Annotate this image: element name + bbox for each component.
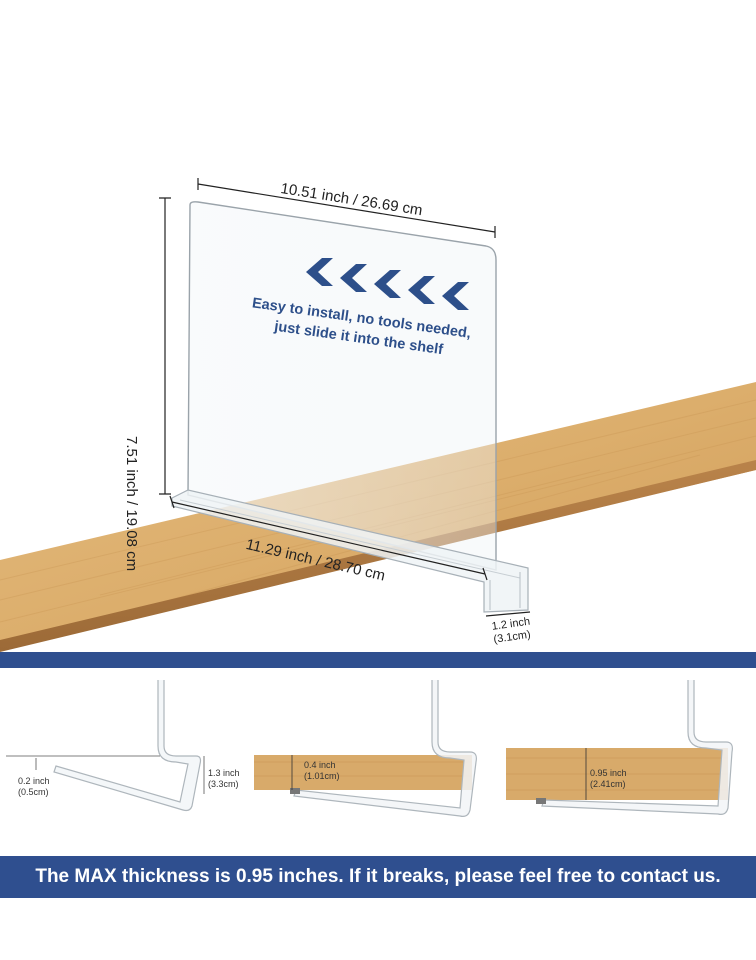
arrow-3 xyxy=(374,270,401,298)
thick-shelf-inch: 0.95 inch xyxy=(590,768,627,778)
clip-gap-inch: 0.2 inch xyxy=(18,776,50,786)
max-thickness-banner: The MAX thickness is 0.95 inches. If it … xyxy=(0,856,756,898)
thick-shelf-cm: (2.41cm) xyxy=(590,779,626,789)
arrow-1 xyxy=(306,258,333,286)
clip-profile-diagram-1 xyxy=(6,680,205,812)
section-divider-band xyxy=(0,652,756,668)
direction-arrows xyxy=(306,258,469,310)
detail-panel-3: 0.95 inch (2.41cm) xyxy=(506,680,752,850)
thick-shelf-label: 0.95 inch (2.41cm) xyxy=(590,768,627,790)
clip-height-inch: 1.3 inch xyxy=(208,768,240,778)
clip-height-label: 1.3 inch (3.3cm) xyxy=(208,768,240,790)
detail-panel-2: 0.4 inch (1.01cm) xyxy=(254,680,500,850)
base-dimension-line xyxy=(171,501,486,575)
shelf-divider-illustration xyxy=(0,178,756,652)
detail-panel-1: 0.2 inch (0.5cm) 1.3 inch (3.3cm) xyxy=(0,680,246,850)
clip-gap-label: 0.2 inch (0.5cm) xyxy=(18,776,50,798)
arrow-2 xyxy=(340,264,367,292)
clip-depth-label: 1.2 inch (3.1cm) xyxy=(491,616,533,647)
width-dimension-line xyxy=(197,183,496,233)
product-hero: 10.51 inch / 26.69 cm 7.51 inch / 19.08 … xyxy=(0,178,756,652)
clip-height-cm: (3.3cm) xyxy=(208,779,239,789)
clip-thin-shelf-diagram xyxy=(254,680,477,817)
arrow-4 xyxy=(408,276,435,304)
thin-shelf-inch: 0.4 inch xyxy=(304,760,336,770)
height-label: 7.51 inch / 19.08 cm xyxy=(123,436,140,572)
arrow-5 xyxy=(442,282,469,310)
thin-shelf-cm: (1.01cm) xyxy=(304,771,340,781)
clip-thick-shelf-diagram xyxy=(506,680,733,815)
acrylic-base-rail xyxy=(171,489,529,613)
thin-shelf-label: 0.4 inch (1.01cm) xyxy=(304,760,340,782)
clip-gap-cm: (0.5cm) xyxy=(18,787,49,797)
clip-dimension-line xyxy=(485,611,531,617)
